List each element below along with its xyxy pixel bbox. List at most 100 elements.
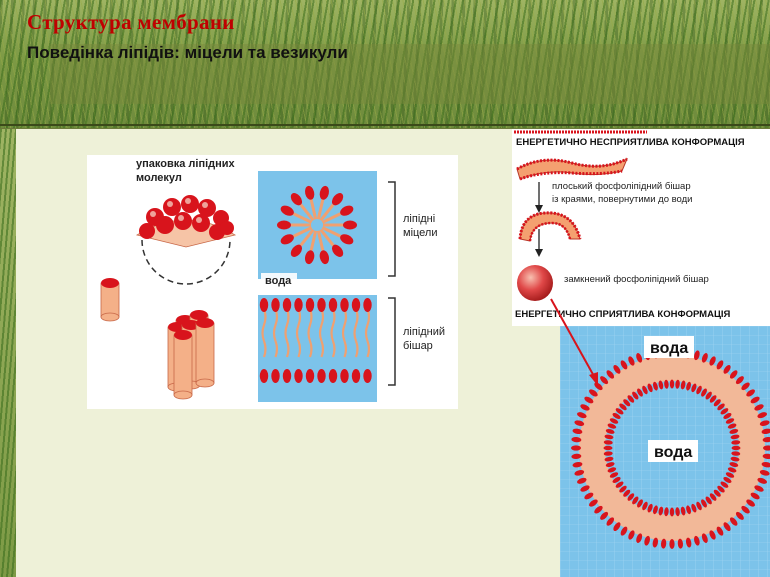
vesicle-head-outer — [754, 485, 764, 492]
vesicle-head-outer — [759, 420, 770, 426]
vesicle-head-outer — [589, 499, 598, 507]
packing-label-line1: упаковка ліпідних — [136, 158, 236, 170]
bilayer-tail-bottom — [297, 340, 302, 358]
vesicle-head-inner — [727, 423, 737, 429]
vesicle-head-outer — [589, 389, 598, 397]
vesicle-head-outer — [652, 537, 659, 548]
bilayer-tail-top — [272, 308, 279, 342]
vesicle-head-inner — [615, 481, 624, 488]
vesicle-head-inner — [669, 379, 675, 389]
vesicle-head-inner — [701, 499, 707, 508]
micelle-head — [343, 220, 357, 230]
micelle-head — [319, 250, 329, 265]
vesicle-head-outer — [574, 420, 585, 426]
vesicle-head-inner — [609, 472, 619, 478]
micelle-head — [340, 234, 354, 245]
micelle-head — [305, 250, 315, 265]
flat-bilayer-label-line1: плоський фосфоліпідний бішар — [552, 181, 691, 192]
vesicle-head-inner — [637, 499, 643, 508]
vesicle-head-outer — [729, 517, 738, 526]
vesicle-head-inner — [632, 391, 639, 400]
bilayer-head-bottom — [282, 369, 292, 383]
vesicle-head-inner — [725, 418, 735, 424]
lipid-cylinder-head — [168, 322, 186, 332]
vesicle-head-inner — [658, 506, 664, 516]
micelle-head — [290, 193, 303, 206]
water-outside-label: вода — [650, 340, 688, 357]
micelle-head — [280, 234, 294, 245]
vesicle-head-outer — [580, 485, 590, 492]
vesicle-head-outer — [628, 530, 635, 540]
arrow-head-1 — [535, 205, 543, 213]
vesicle-head-inner — [691, 383, 697, 393]
micelle-tail — [299, 228, 315, 247]
vesicle-head-inner — [727, 467, 737, 473]
vesicle-head-outer — [620, 526, 628, 536]
bilayer-tail-top — [330, 308, 336, 342]
micelle-tail — [316, 199, 325, 220]
bilayer-bracket — [388, 297, 396, 386]
vesicle-ring — [571, 347, 770, 549]
vesicle-head-inner — [609, 418, 619, 424]
vesicle-head-inner — [696, 385, 702, 395]
vesicle-head-inner — [717, 403, 725, 411]
vesicle-head-inner — [730, 456, 740, 462]
bilayer-tail-bottom — [285, 340, 290, 358]
vesicle-head-outer — [613, 522, 621, 531]
bilayer-head-bottom — [271, 369, 280, 383]
lipid-cylinder-head — [174, 330, 192, 340]
vesicle-head-outer — [701, 353, 708, 363]
vesicle-head-inner — [675, 379, 680, 389]
vesicle-head-inner — [604, 456, 614, 462]
flat-bilayer-label-line2: із краями, повернутими до води — [552, 194, 693, 205]
micelle-head — [305, 185, 315, 200]
bilayer-tail-top — [353, 308, 359, 342]
micelle-tail — [309, 230, 318, 251]
vesicle-head-inner — [604, 434, 614, 440]
bilayer-tail-bottom — [262, 340, 267, 358]
vesicle-head-outer — [746, 499, 755, 507]
vesicle-head-outer — [613, 365, 621, 374]
vesicle-head-outer — [716, 360, 724, 370]
vesicle-head-outer — [757, 412, 767, 419]
vesicle-head-inner — [607, 423, 617, 429]
favorable-conformation-label: ЕНЕРГЕТИЧНО СПРИЯТЛИВА КОНФОРМАЦІЯ — [515, 309, 731, 320]
vesicle-head-outer — [572, 461, 583, 468]
bilayer-head-top — [271, 298, 280, 312]
vesicle-head-inner — [603, 451, 613, 456]
vesicle-head-outer — [628, 356, 635, 366]
vesicle-head-inner — [605, 462, 615, 467]
vesicle-head-outer — [761, 428, 770, 435]
vesicle-head-inner — [680, 380, 686, 390]
micelle-tail — [309, 199, 318, 220]
lipid-cylinder-cluster — [167, 310, 215, 400]
vesicle-cross-section-figure: вода вода — [560, 326, 770, 577]
lipid-packing-dome — [135, 195, 237, 285]
lipid-cylinder — [195, 322, 215, 384]
bilayer-tail-bottom — [320, 340, 325, 358]
bilayer-head-top — [363, 298, 372, 312]
bilayer-tail-bottom — [343, 340, 348, 358]
vesicle-head-inner — [632, 496, 639, 505]
vesicle-head-inner — [720, 481, 729, 488]
micelle-head — [290, 244, 303, 257]
bilayer-head-bottom — [328, 369, 338, 383]
vesicle-head-outer — [716, 526, 724, 536]
vesicle-head-inner — [642, 501, 648, 511]
vesicle-head-outer — [636, 533, 643, 543]
vesicle-head-inner — [647, 503, 653, 513]
vesicle-head-outer — [746, 389, 755, 397]
vesicle-head-inner — [730, 434, 740, 440]
vesicle-head-inner — [729, 429, 739, 434]
bilayer-head-top — [351, 298, 361, 312]
bilayer-tail-top — [341, 308, 348, 342]
bilayer-head-bottom — [259, 369, 269, 383]
micelle-tail — [319, 203, 335, 222]
vesicle-head-outer — [761, 461, 770, 468]
water-inside-box — [648, 440, 698, 462]
lipid-cylinder-head — [196, 318, 214, 328]
lipid-cylinder-base — [195, 378, 215, 388]
vesicle-head-outer — [580, 404, 590, 411]
vesicle-head-outer — [741, 505, 750, 514]
unfavorable-conformation-label: ЕНЕРГЕТИЧНО НЕСПРИЯТЛИВА КОНФОРМАЦІЯ — [516, 137, 745, 148]
